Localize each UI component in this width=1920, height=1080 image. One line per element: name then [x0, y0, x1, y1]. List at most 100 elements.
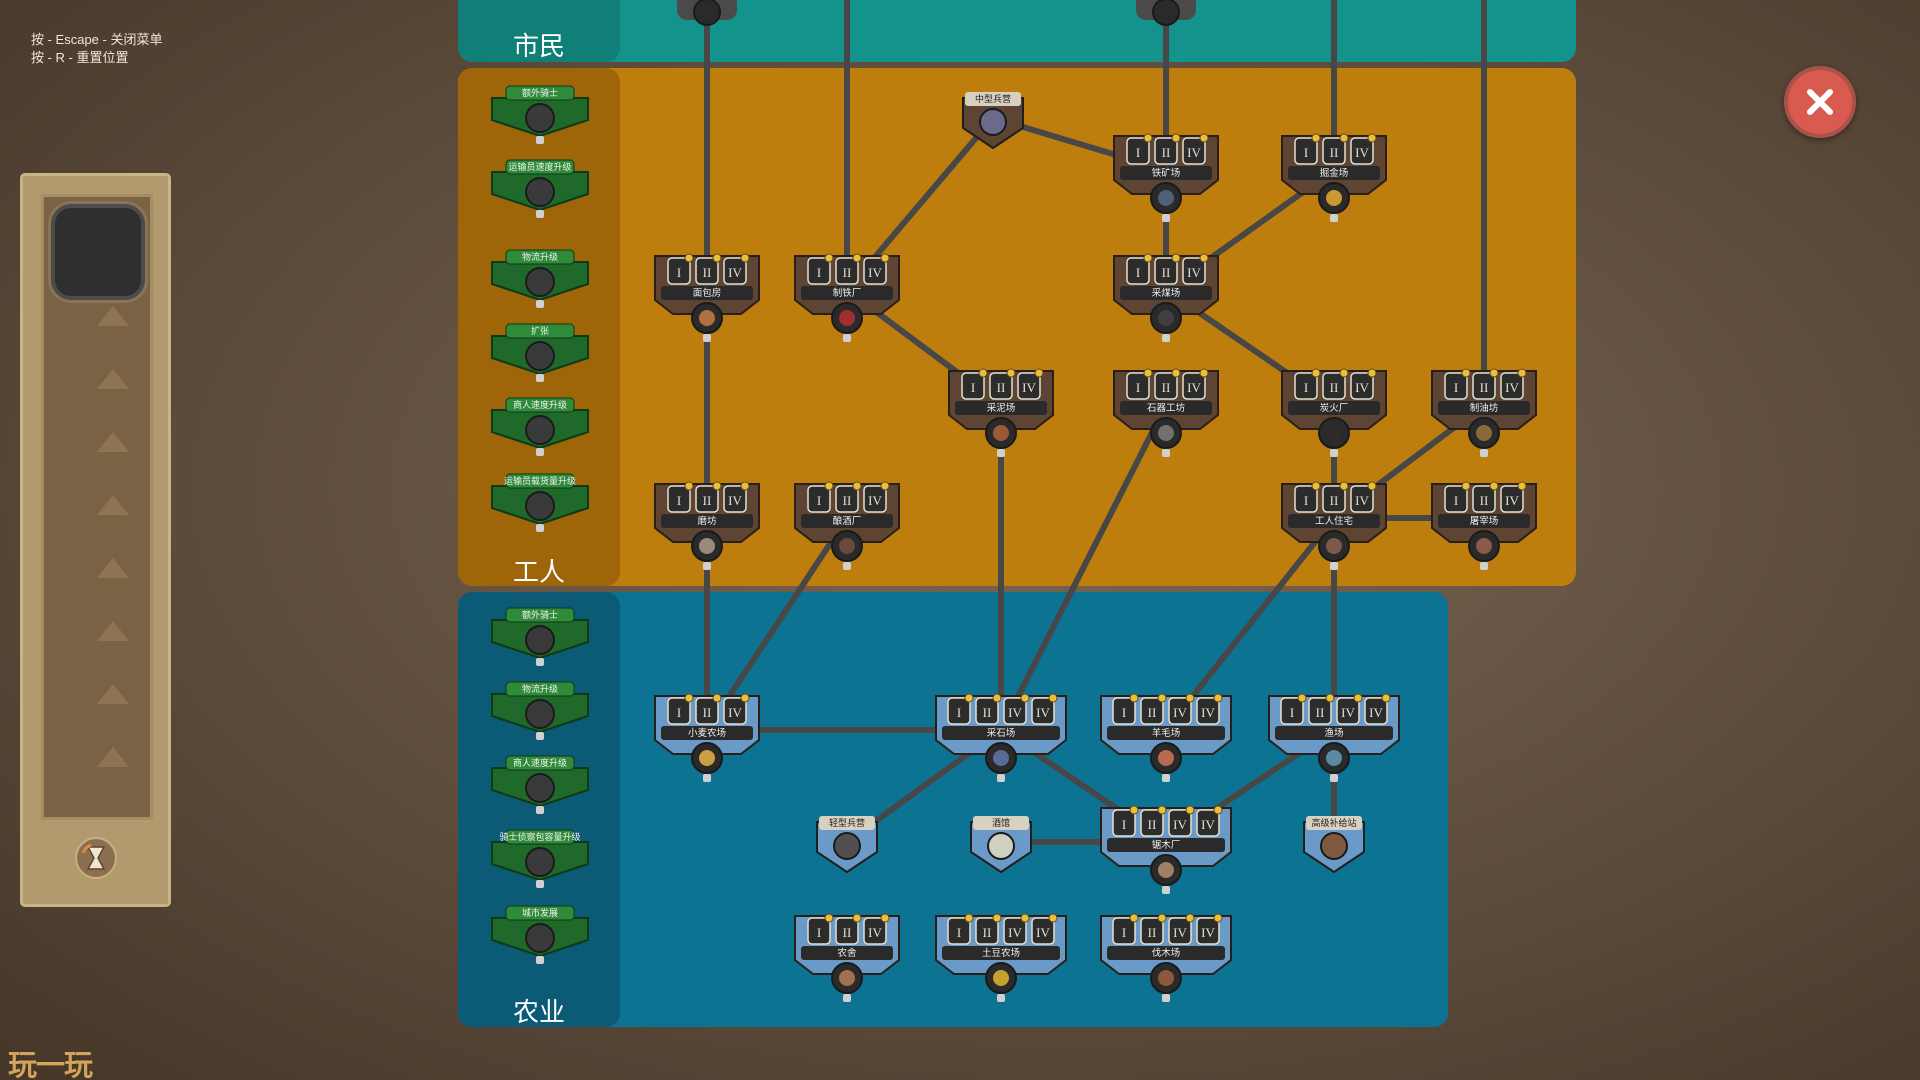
worker-slot[interactable] [1308, 697, 1332, 725]
perk-cargo-icon[interactable]: 运输员载货量升级 [491, 473, 589, 532]
worker-slot[interactable] [1472, 372, 1496, 400]
worker-slot[interactable] [1112, 917, 1136, 945]
building-node[interactable]: 轻型兵营 [816, 816, 878, 874]
building-node[interactable]: 高级补给站 [1303, 816, 1365, 874]
worker-slot[interactable] [1168, 809, 1192, 837]
worker-slot[interactable] [1112, 809, 1136, 837]
building-node[interactable] [1136, 0, 1196, 26]
worker-slot[interactable] [1154, 372, 1178, 400]
worker-slot[interactable] [1003, 697, 1027, 725]
worker-slot[interactable] [1154, 137, 1178, 165]
building-node[interactable] [677, 0, 737, 26]
worker-slot[interactable] [667, 697, 691, 725]
worker-slot[interactable] [1126, 257, 1150, 285]
worker-slot[interactable] [1196, 697, 1220, 725]
perk-merchant-icon[interactable]: 商人速度升级 [491, 397, 589, 456]
worker-slot[interactable] [1182, 137, 1206, 165]
worker-slot[interactable] [863, 257, 887, 285]
worker-slot[interactable] [1322, 372, 1346, 400]
worker-slot[interactable] [1280, 697, 1304, 725]
worker-slot[interactable] [1140, 917, 1164, 945]
worker-slot[interactable] [835, 257, 859, 285]
worker-slot[interactable] [1364, 697, 1388, 725]
worker-slot[interactable] [1322, 137, 1346, 165]
worker-slot[interactable] [1472, 485, 1496, 513]
worker-slot[interactable] [667, 485, 691, 513]
worker-slot[interactable] [1294, 485, 1318, 513]
worker-slot[interactable] [695, 697, 719, 725]
worker-slot[interactable] [1500, 372, 1524, 400]
worker-slot[interactable] [1154, 257, 1178, 285]
perk-city-icon[interactable]: 城市发展 [491, 905, 589, 964]
worker-slot[interactable] [1322, 485, 1346, 513]
worker-slot[interactable] [1168, 917, 1192, 945]
worker-slot[interactable] [1003, 917, 1027, 945]
worker-slot[interactable] [723, 257, 747, 285]
worker-slot[interactable] [961, 372, 985, 400]
worker-slot[interactable] [1017, 372, 1041, 400]
perk-cart-icon[interactable]: 物流升级 [491, 249, 589, 308]
worker-slot[interactable] [695, 485, 719, 513]
worker-slot[interactable] [1031, 697, 1055, 725]
worker-slot[interactable] [835, 917, 859, 945]
worker-slot[interactable] [723, 697, 747, 725]
worker-slot[interactable] [1126, 372, 1150, 400]
worker-slot[interactable] [1182, 257, 1206, 285]
worker-slot[interactable] [807, 485, 831, 513]
worker-slot[interactable] [667, 257, 691, 285]
worker-slot[interactable] [989, 372, 1013, 400]
worker-slot[interactable] [723, 485, 747, 513]
perk-expand-icon[interactable]: 扩张 [491, 323, 589, 382]
perk-knight-icon[interactable]: 额外骑士 [491, 607, 589, 666]
worker-slot[interactable] [1112, 697, 1136, 725]
perk-merchant-icon[interactable]: 商人速度升级 [491, 755, 589, 814]
worker-slot[interactable] [1444, 485, 1468, 513]
worker-slot[interactable] [1031, 917, 1055, 945]
worker-slot[interactable] [1350, 137, 1374, 165]
worker-slot[interactable] [807, 917, 831, 945]
perk-knight-icon[interactable]: 额外骑士 [491, 85, 589, 144]
building-node[interactable]: 中型兵营 [962, 92, 1024, 150]
worker-slot[interactable] [975, 697, 999, 725]
worker-slot[interactable] [1168, 697, 1192, 725]
worker-slot[interactable] [1294, 137, 1318, 165]
worker-slot[interactable] [1444, 372, 1468, 400]
worker-slot[interactable] [1336, 697, 1360, 725]
perk-carrier-icon[interactable]: 运输员速度升级 [491, 159, 589, 218]
worker-slot[interactable] [1294, 372, 1318, 400]
worker-slot[interactable] [975, 917, 999, 945]
worker-slot[interactable] [947, 917, 971, 945]
worker-slot[interactable] [1196, 917, 1220, 945]
worker-slot[interactable] [1196, 809, 1220, 837]
worker-slot[interactable] [1500, 485, 1524, 513]
worker-slot[interactable] [863, 917, 887, 945]
worker-slot[interactable] [1140, 697, 1164, 725]
worker-slot[interactable] [1350, 485, 1374, 513]
worker-slot[interactable] [1350, 372, 1374, 400]
worker-slot[interactable] [1140, 809, 1164, 837]
worker-slot[interactable] [695, 257, 719, 285]
worker-slot[interactable] [1182, 372, 1206, 400]
hourglass-reset-icon[interactable] [73, 835, 119, 881]
building-node[interactable]: 酒馆 [970, 816, 1032, 874]
perk-cart-icon[interactable]: 物流升级 [491, 681, 589, 740]
